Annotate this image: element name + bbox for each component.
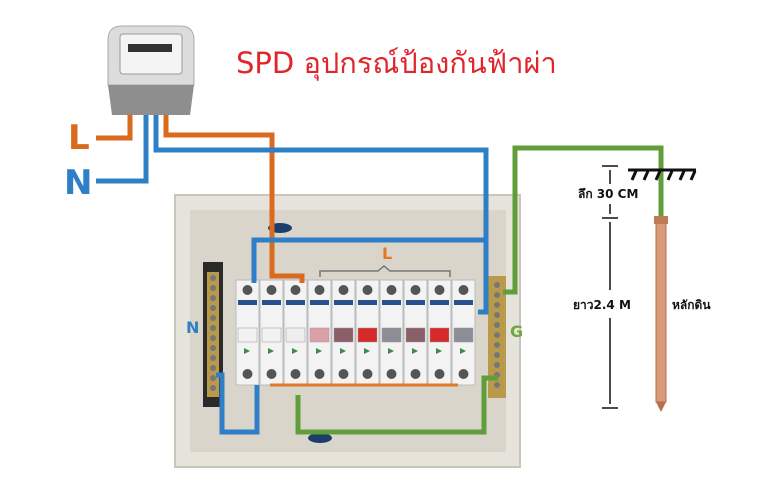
terminal-screw <box>210 375 216 381</box>
breaker-handle[interactable] <box>261 327 282 343</box>
breaker-handle[interactable] <box>309 327 330 343</box>
breaker-main[interactable] <box>259 279 284 386</box>
ground-wire-spd <box>295 375 498 435</box>
terminal-screw <box>210 315 216 321</box>
neutral-label: N <box>64 163 93 203</box>
terminal-screw <box>494 322 500 328</box>
neutral-bar <box>203 262 223 407</box>
terminal-screw <box>494 282 500 288</box>
terminal-screw <box>494 352 500 358</box>
breaker-mcb[interactable] <box>355 279 380 386</box>
terminal-screw <box>210 305 216 311</box>
line-bracket <box>319 265 451 277</box>
breaker-mcb[interactable] <box>427 279 452 386</box>
breaker-handle[interactable] <box>453 327 474 343</box>
line-wire-input <box>96 112 133 141</box>
ground-surface-icon <box>628 168 697 181</box>
line-wire-to-main <box>163 112 305 283</box>
terminal-screw <box>210 295 216 301</box>
ground-rod <box>654 216 668 412</box>
terminal-screw <box>494 302 500 308</box>
breaker-mcb[interactable] <box>331 279 356 386</box>
electric-meter <box>107 25 195 115</box>
breaker-mcb[interactable] <box>403 279 428 386</box>
neutral-wire-input <box>96 112 149 184</box>
terminal-screw <box>494 362 500 368</box>
line-label: L <box>68 118 90 158</box>
breaker-main[interactable] <box>235 279 260 386</box>
breaker-handle[interactable] <box>357 327 378 343</box>
breaker-handle[interactable] <box>429 327 450 343</box>
dimension-lines <box>602 165 618 409</box>
terminal-screw <box>210 275 216 281</box>
terminal-screw <box>494 382 500 388</box>
terminal-screw <box>494 292 500 298</box>
breaker-handle[interactable] <box>381 327 402 343</box>
neutral-bar-label: N <box>186 318 200 337</box>
terminal-screw <box>210 385 216 391</box>
terminal-screw <box>210 285 216 291</box>
terminal-screw <box>210 365 216 371</box>
breaker-handle[interactable] <box>405 327 426 343</box>
ground-rod-label: หลักดิน <box>672 296 711 315</box>
breaker-spd[interactable] <box>283 279 308 386</box>
neutral-wire-link <box>251 237 486 283</box>
terminal-screw <box>494 312 500 318</box>
terminal-screw <box>494 332 500 338</box>
breaker-mcb[interactable] <box>451 279 476 386</box>
length-label: ยาว2.4 M <box>573 296 631 315</box>
ground-bar-label: G <box>510 322 524 341</box>
neutral-wire-to-main <box>153 112 489 315</box>
terminal-screw <box>210 355 216 361</box>
breaker-mcb[interactable] <box>379 279 404 386</box>
page-title: SPD อุปกรณ์ป้องกันฟ้าผ่า <box>236 46 557 80</box>
breaker-handle[interactable] <box>285 327 306 343</box>
breaker-row <box>235 279 476 386</box>
line-bus-label: L <box>382 244 393 263</box>
breaker-mcb[interactable] <box>307 279 332 386</box>
terminal-screw <box>494 342 500 348</box>
terminal-screw <box>210 335 216 341</box>
breaker-handle[interactable] <box>237 327 258 343</box>
depth-label: ลึก 30 CM <box>578 185 639 204</box>
terminal-screw <box>210 345 216 351</box>
terminal-screw <box>210 325 216 331</box>
breaker-handle[interactable] <box>333 327 354 343</box>
neutral-wire-bottom <box>216 372 260 435</box>
